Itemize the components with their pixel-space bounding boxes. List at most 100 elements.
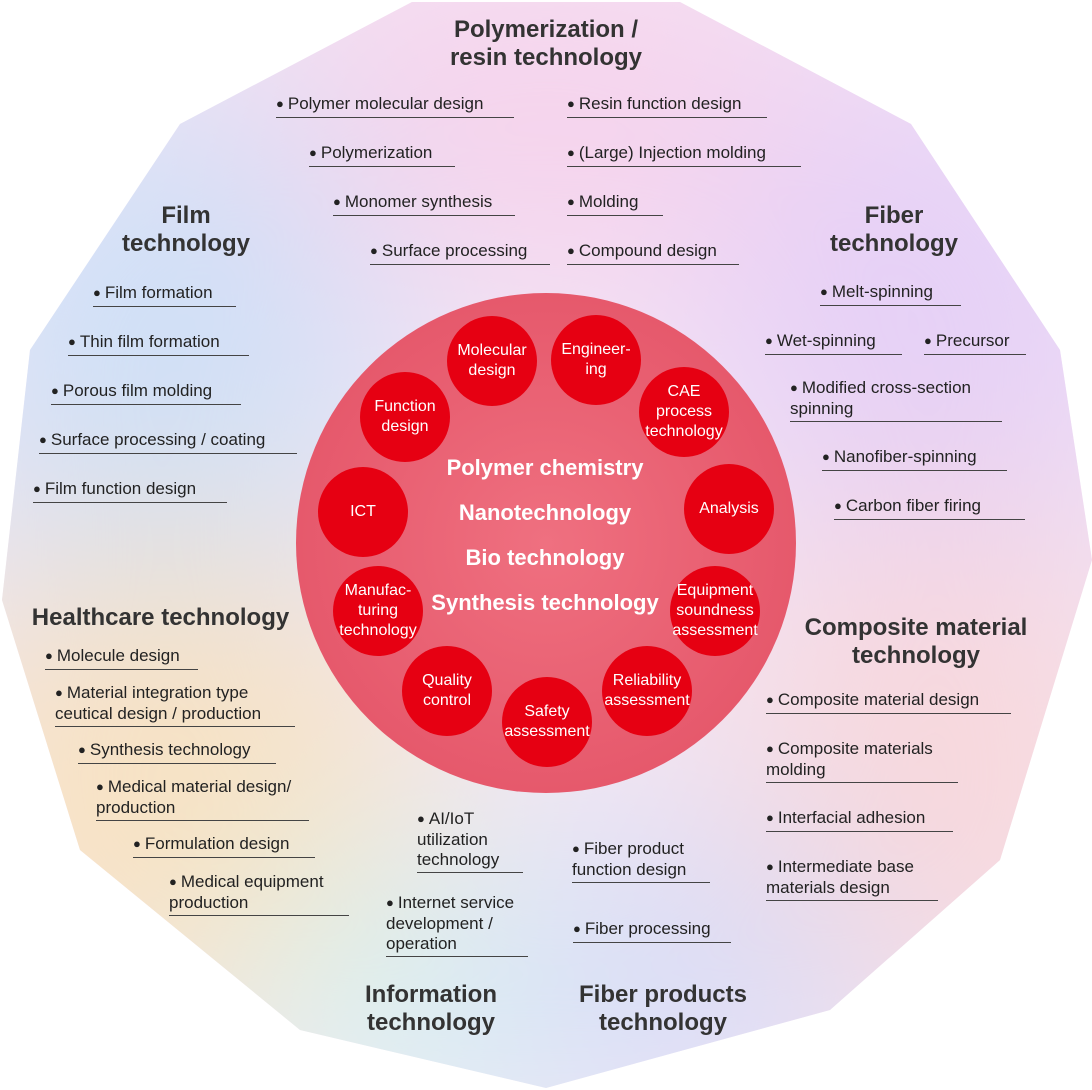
bullet-icon: ● [822, 449, 830, 464]
bullet-icon: ● [45, 648, 53, 663]
bullet-icon: ● [790, 380, 798, 395]
polymer-item: ●Polymer molecular design [276, 94, 514, 118]
capability-bubble: Engineer- ing [551, 315, 641, 405]
film-item: ●Film formation [93, 283, 236, 307]
polymer-item: ●(Large) Injection molding [567, 143, 801, 167]
information-title-line-1: Information [365, 981, 497, 1008]
healthcare-item: ●Synthesis technology [78, 740, 276, 764]
bullet-icon: ● [765, 333, 773, 348]
fiber-products-item: ●Fiber processing [573, 919, 731, 943]
film-title-line-2: technology [121, 230, 250, 257]
polymer-item: ●Polymerization [309, 143, 455, 167]
polymer-item: ●Surface processing [370, 241, 550, 265]
polymer-title-line-2: resin technology [449, 44, 643, 71]
polymer-item: ●Compound design [567, 241, 739, 265]
composite-title-line-2: technology [851, 642, 980, 669]
information-section-title: Information technology [336, 981, 526, 1037]
information-title-line-2: technology [366, 1009, 495, 1036]
polymer-item: ●Resin function design [567, 94, 767, 118]
polymer-item: ●Monomer synthesis [333, 192, 515, 216]
composite-item: ●Composite materials molding [766, 739, 958, 783]
composite-item: ●Interfacial adhesion [766, 808, 953, 832]
composite-section-title: Composite material technology [786, 614, 1046, 670]
bullet-icon: ● [133, 836, 141, 851]
bullet-icon: ● [567, 145, 575, 160]
bullet-icon: ● [573, 921, 581, 936]
fiber-item: ●Melt-spinning [820, 282, 961, 306]
film-item: ●Surface processing / coating [39, 430, 297, 454]
bullet-icon: ● [766, 741, 774, 756]
film-item: ●Film function design [33, 479, 227, 503]
bullet-icon: ● [766, 692, 774, 707]
bullet-icon: ● [51, 383, 59, 398]
fiber-item: ●Nanofiber-spinning [822, 447, 1007, 471]
bullet-icon: ● [96, 779, 104, 794]
bullet-icon: ● [78, 742, 86, 757]
composite-item: ●Composite material design [766, 690, 1011, 714]
fiber-title-line-2: technology [829, 230, 958, 257]
bullet-icon: ● [567, 194, 575, 209]
fiber-item: ●Modified cross-section spinning [790, 378, 1002, 422]
bullet-icon: ● [924, 333, 932, 348]
bullet-icon: ● [55, 685, 63, 700]
capability-bubble: Equipment soundness assessment [670, 566, 760, 656]
bullet-icon: ● [370, 243, 378, 258]
capability-bubble: Safety assessment [502, 677, 592, 767]
capability-bubble: Quality control [402, 646, 492, 736]
information-item: ●Internet service development / operatio… [386, 893, 528, 957]
bullet-icon: ● [567, 96, 575, 111]
core-line: Polymer chemistry [446, 455, 644, 480]
polymer-section-title: Polymerization / resin technology [396, 16, 696, 72]
bullet-icon: ● [572, 841, 580, 856]
healthcare-section-title: Healthcare technology [31, 604, 290, 631]
fiber-products-item: ●Fiber product function design [572, 839, 710, 883]
bullet-icon: ● [93, 285, 101, 300]
fiber-item: ●Wet-spinning [765, 331, 902, 355]
fiber-products-title-line-1: Fiber products [578, 981, 747, 1008]
film-section-title: Film technology [96, 202, 276, 258]
healthcare-item: ●Medical material design/ production [96, 777, 309, 821]
core-line: Bio technology [465, 545, 625, 570]
bullet-icon: ● [766, 810, 774, 825]
fiber-products-section-title: Fiber products technology [563, 981, 763, 1037]
capability-bubble: CAE process technology [639, 367, 729, 457]
composite-title-line-1: Composite material [804, 614, 1028, 641]
healthcare-item: ●Formulation design [133, 834, 315, 858]
bullet-icon: ● [417, 811, 425, 826]
bullet-icon: ● [820, 284, 828, 299]
capability-bubble: ICT [318, 467, 408, 557]
fiber-title-line-1: Fiber [864, 202, 924, 229]
healthcare-item: ●Material integration type ceutical desi… [55, 683, 295, 727]
fiber-item: ●Carbon fiber firing [834, 496, 1025, 520]
core-line: Synthesis technology [431, 590, 659, 615]
bullet-icon: ● [567, 243, 575, 258]
bullet-icon: ● [169, 874, 177, 889]
capability-bubble: Molecular design [447, 316, 537, 406]
film-title-line-1: Film [161, 202, 211, 229]
bullet-icon: ● [333, 194, 341, 209]
film-item: ●Porous film molding [51, 381, 241, 405]
fiber-products-title-line-2: technology [598, 1009, 727, 1036]
bullet-icon: ● [834, 498, 842, 513]
film-item: ●Thin film formation [68, 332, 249, 356]
healthcare-item: ●Medical equipment production [169, 872, 349, 916]
bullet-icon: ● [68, 334, 76, 349]
capability-bubble: Function design [360, 372, 450, 462]
bullet-icon: ● [309, 145, 317, 160]
fiber-item: ●Precursor [924, 331, 1026, 355]
capability-bubble: Analysis [684, 464, 774, 554]
bullet-icon: ● [766, 859, 774, 874]
bullet-icon: ● [39, 432, 47, 447]
core-line: Nanotechnology [458, 500, 632, 525]
bullet-icon: ● [276, 96, 284, 111]
bullet-icon: ● [386, 895, 394, 910]
capability-bubble: Manufac- turing technology [333, 566, 423, 656]
healthcare-item: ●Molecule design [45, 646, 198, 670]
polymer-item: ●Molding [567, 192, 663, 216]
fiber-section-title: Fiber technology [804, 202, 984, 258]
bullet-icon: ● [33, 481, 41, 496]
polymer-title-line-1: Polymerization / [453, 16, 639, 43]
information-item: ●AI/IoT utilization technology [417, 809, 523, 873]
composite-item: ●Intermediate base materials design [766, 857, 938, 901]
